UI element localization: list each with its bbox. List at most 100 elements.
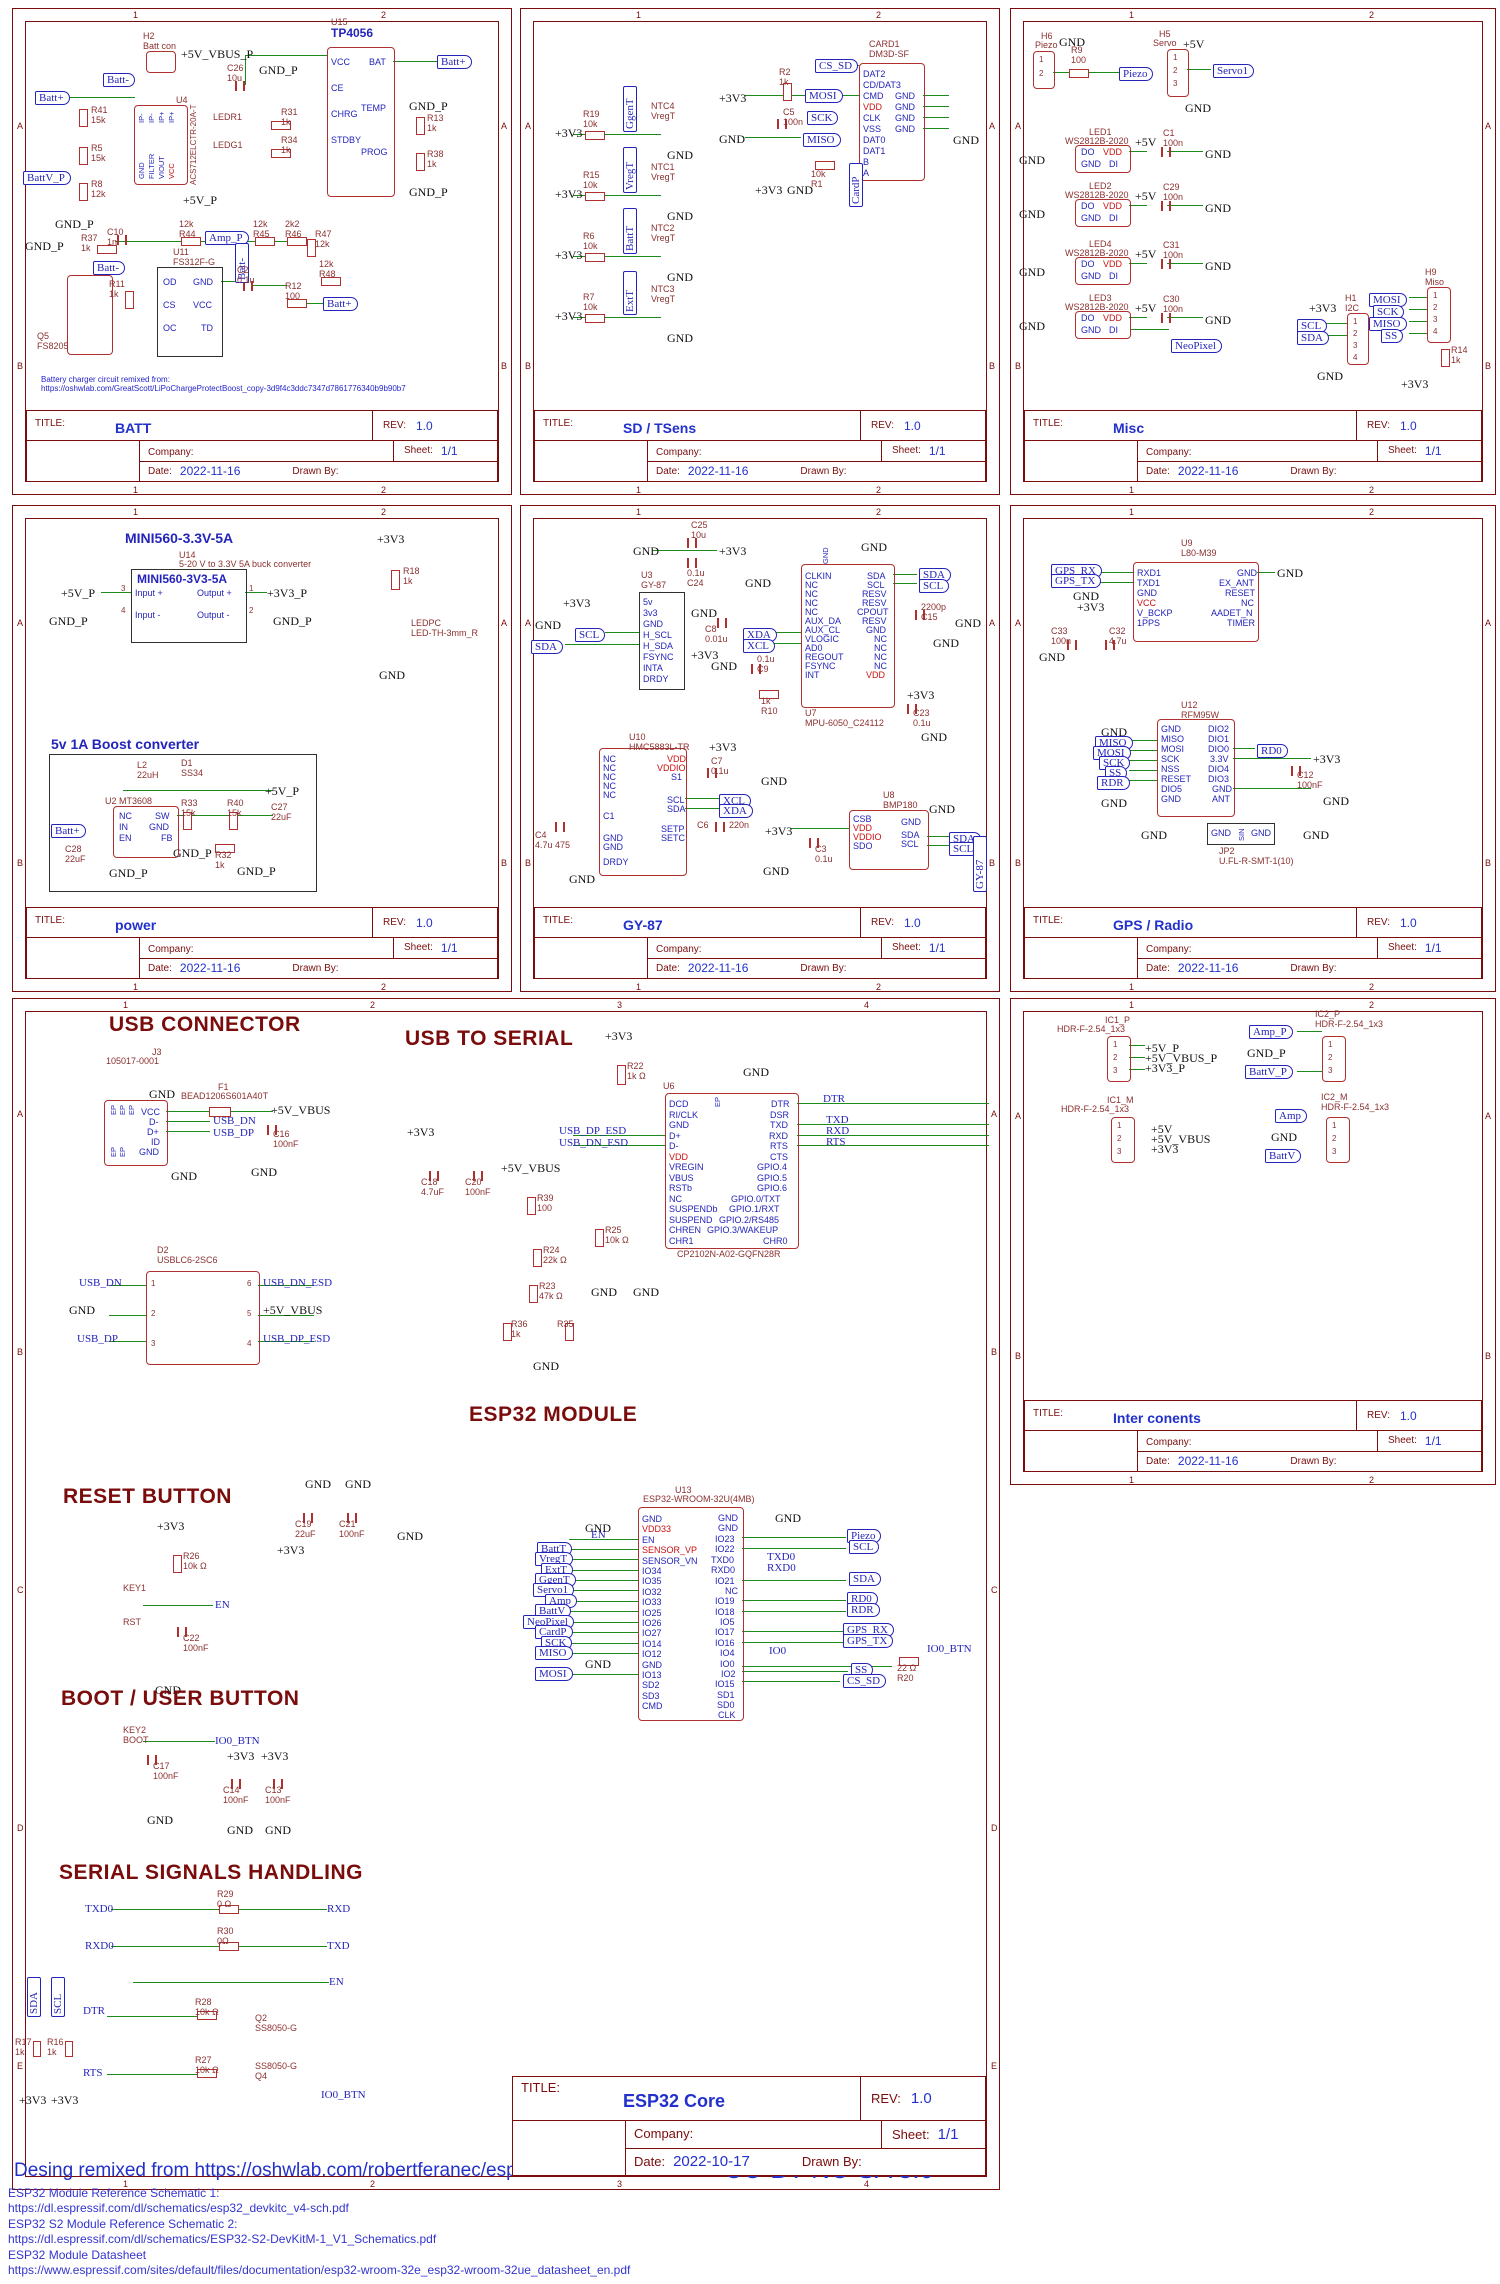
schematic-label: VCC <box>167 163 176 179</box>
schematic-label: GND_P <box>409 99 448 113</box>
schematic-shape <box>79 147 88 165</box>
schematic-label: D2 USBLC6-2SC6 <box>157 1245 218 1265</box>
schematic-shape <box>273 1779 283 1789</box>
schematic-label: GND <box>861 540 887 554</box>
schematic-label: IO5 <box>720 1617 735 1627</box>
schematic-shape <box>1167 151 1203 152</box>
schematic-label: D+ <box>669 1131 681 1141</box>
schematic-shape <box>797 1103 989 1104</box>
schematic-label: 1 <box>1113 1040 1118 1049</box>
schematic-label: EP <box>713 1096 722 1107</box>
schematic-label: GND <box>711 659 737 673</box>
schematic-label: A <box>1485 1111 1492 1121</box>
schematic-shape <box>245 55 246 85</box>
schematic-label: C27 22uF <box>271 802 292 822</box>
schematic-label: DTR <box>823 1093 845 1105</box>
schematic-label: NC <box>1241 598 1254 608</box>
schematic-label: A <box>17 618 24 628</box>
schematic-label: GPIO.0/TXT <box>731 1194 781 1204</box>
schematic-label: R14 1k <box>1451 345 1468 365</box>
schematic-label: GND <box>1019 319 1045 333</box>
schematic-label: GND <box>953 133 979 147</box>
schematic-label: GND <box>1141 828 1167 842</box>
schematic-label: RESET BUTTON <box>63 1485 232 1508</box>
schematic-shape <box>585 192 605 201</box>
schematic-label: B <box>989 361 996 371</box>
schematic-label: +3V3 <box>907 688 935 702</box>
schematic-label: +3V3 <box>605 1029 633 1043</box>
schematic-label: 1 <box>1328 1040 1333 1049</box>
schematic-label: GND <box>1277 566 1303 580</box>
schematic-label: MINI560-3V3-5A <box>137 572 228 586</box>
schematic-label: EP <box>118 1146 127 1157</box>
schematic-shape <box>569 1549 638 1550</box>
schematic-shape <box>1297 1071 1322 1072</box>
schematic-shape <box>742 1671 848 1672</box>
schematic-label: IC1_M <box>1107 1095 1134 1105</box>
schematic-label: 1 <box>1433 291 1438 300</box>
schematic-label: C3 0.1u <box>815 844 833 864</box>
schematic-label: GND <box>691 606 717 620</box>
schematic-label: 4 <box>1433 327 1438 336</box>
schematic-label: IO22 <box>715 1544 735 1554</box>
schematic-label: IO26 <box>642 1618 662 1628</box>
schematic-label: R26 10k Ω <box>183 1551 207 1571</box>
schematic-label: SCL <box>575 628 606 642</box>
schematic-label: GND <box>718 1523 738 1533</box>
schematic-label: CD/DAT3 <box>863 80 901 90</box>
schematic-label: A <box>17 1109 24 1119</box>
schematic-shape <box>146 1271 260 1365</box>
schematic-label: J3 <box>152 1047 162 1057</box>
schematic-label: GND <box>227 1823 253 1837</box>
schematic-shape <box>742 1631 846 1632</box>
date-value: 2022-11-16 <box>1177 1454 1239 1469</box>
schematic-label: RESV <box>862 589 887 599</box>
schematic-shape <box>115 241 181 242</box>
schematic-label: B <box>501 361 508 371</box>
schematic-label: VDD <box>863 102 883 112</box>
schematic-label: +3V3 <box>555 309 583 323</box>
schematic-label: 2200p C15 <box>921 602 947 622</box>
schematic-label: NC <box>805 580 818 590</box>
schematic-label: NC <box>119 811 132 821</box>
schematic-label: V_BCKP <box>1137 608 1173 618</box>
schematic-label: MOSI <box>1161 744 1185 754</box>
schematic-shape <box>1097 582 1133 583</box>
schematic-shape <box>569 1601 638 1602</box>
schematic-shape <box>653 550 717 551</box>
schematic-label: EP <box>127 1104 136 1115</box>
schematic-shape <box>245 55 327 56</box>
title-label: TITLE: <box>543 915 574 926</box>
schematic-label: TEMP <box>361 103 387 113</box>
date-label: Date: <box>656 962 680 974</box>
schematic-shape <box>569 1622 638 1623</box>
schematic-label: SCK <box>1373 305 1405 319</box>
schematic-shape <box>595 1229 604 1247</box>
schematic-label: F1 <box>218 1082 229 1092</box>
schematic-label: GND <box>895 113 915 123</box>
schematic-shape <box>67 275 113 355</box>
schematic-label: GND <box>895 124 915 134</box>
schematic-shape <box>707 768 717 778</box>
schematic-label: XDA <box>743 628 777 642</box>
schematic-shape <box>759 690 779 699</box>
schematic-label: A <box>863 168 870 178</box>
schematic-label: AD0 <box>805 643 823 653</box>
sheet-label: Sheet: <box>1388 1435 1417 1447</box>
schematic-label: GND <box>1081 213 1101 223</box>
schematic-label: SDA <box>1297 331 1330 345</box>
schematic-label: +3V3 <box>277 1543 305 1557</box>
schematic-label: VREGIN <box>669 1162 704 1172</box>
schematic-label: RXD0 <box>85 1940 114 1952</box>
schematic-shape <box>79 109 88 127</box>
schematic-label: 1 <box>1129 507 1135 517</box>
schematic-label: U11 FS312F-G <box>173 247 216 267</box>
schematic-shape <box>585 314 605 323</box>
schematic-shape <box>1069 69 1089 78</box>
company-label: Company: <box>148 943 194 955</box>
schematic-label: IN <box>119 822 128 832</box>
schematic-shape <box>1167 317 1203 318</box>
